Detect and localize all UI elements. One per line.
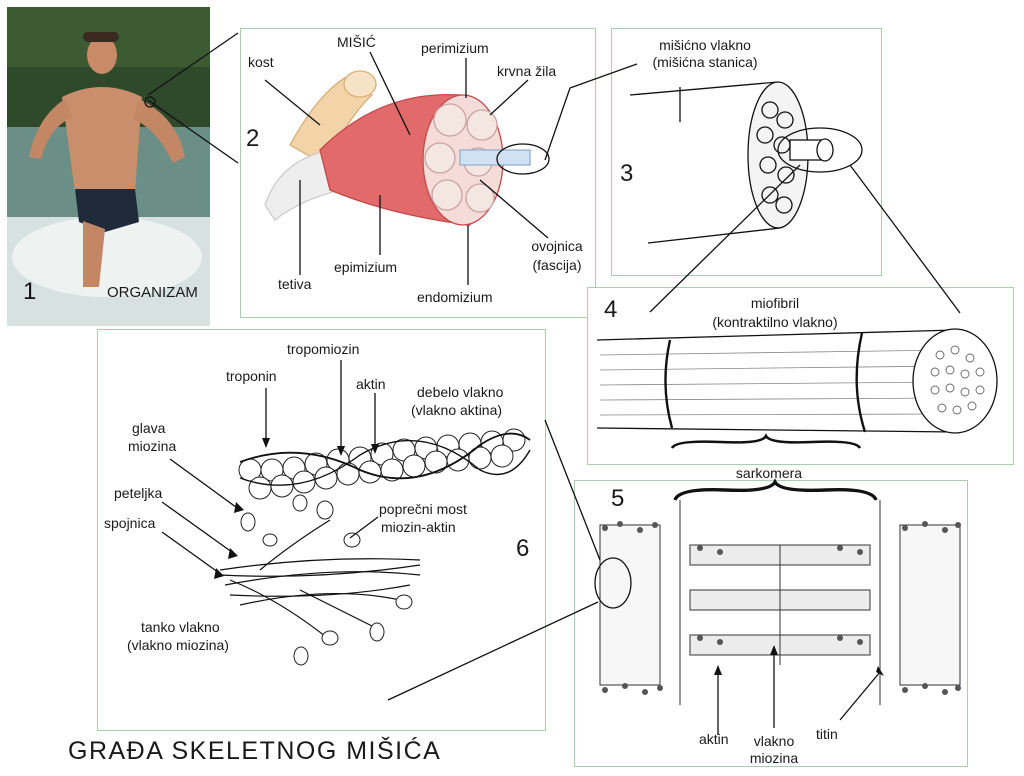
runner-photo [7,7,210,326]
glava-miozina-label: miozina [128,438,177,454]
panel-organism: 1 ORGANIZAM [7,7,210,326]
miozina-label-5: miozina [749,750,799,766]
misic-label: MIŠIĆ [337,34,376,50]
panel-filaments [97,329,546,731]
kost-label: kost [248,54,274,70]
tetiva-label: tetiva [278,276,312,292]
debelo-vlakno-label: debelo vlakno [417,384,504,400]
aktin-label-5: aktin [699,731,729,747]
fascija-label: (fascija) [532,257,582,273]
spojnica-label: spojnica [104,515,156,531]
panel-6-number: 6 [516,535,530,562]
misicno-vlakno-label: mišićno vlakno [659,37,751,53]
tanko-vlakno-label: tanko vlakno [141,619,220,635]
troponin-label: troponin [226,368,277,384]
miozin-aktin-label: miozin-aktin [381,519,456,535]
panel-2-number: 2 [246,125,260,152]
peteljka-label: peteljka [114,485,163,501]
panel-muscle-fiber [611,28,882,276]
sarkomera-label: sarkomera [735,465,803,481]
endomizium-label: endomizium [417,289,493,305]
panel-3-number: 3 [620,160,634,187]
panel-5-number: 5 [611,485,625,512]
ovojnica-label: ovojnica [531,238,583,254]
poprecni-most-label: poprečni most [379,501,467,517]
panel-4-number: 4 [604,296,618,323]
miofibril-label: miofibril [750,295,800,311]
organizam-label: ORGANIZAM [107,284,198,301]
kontraktilno-vlakno-label: (kontraktilno vlakno) [712,314,838,330]
glava-label: glava [132,420,166,436]
perimizium-label: perimizium [421,40,489,56]
epimizium-label: epimizium [334,259,398,275]
titin-label: titin [816,726,838,742]
vlakno-label-5: vlakno [753,733,795,749]
vlakno-miozina-label: (vlakno miozina) [127,637,229,653]
misicna-stanica-label: (mišićna stanica) [652,54,758,70]
page-title: GRAĐA SKELETNOG MIŠIĆA [68,737,442,765]
krvna-zila-label: krvna žila [497,63,557,79]
tropomiozin-label: tropomiozin [287,341,360,357]
panel-1-number: 1 [23,278,37,305]
vlakno-aktina-label: (vlakno aktina) [411,402,503,418]
aktin-label-6: aktin [356,376,386,392]
